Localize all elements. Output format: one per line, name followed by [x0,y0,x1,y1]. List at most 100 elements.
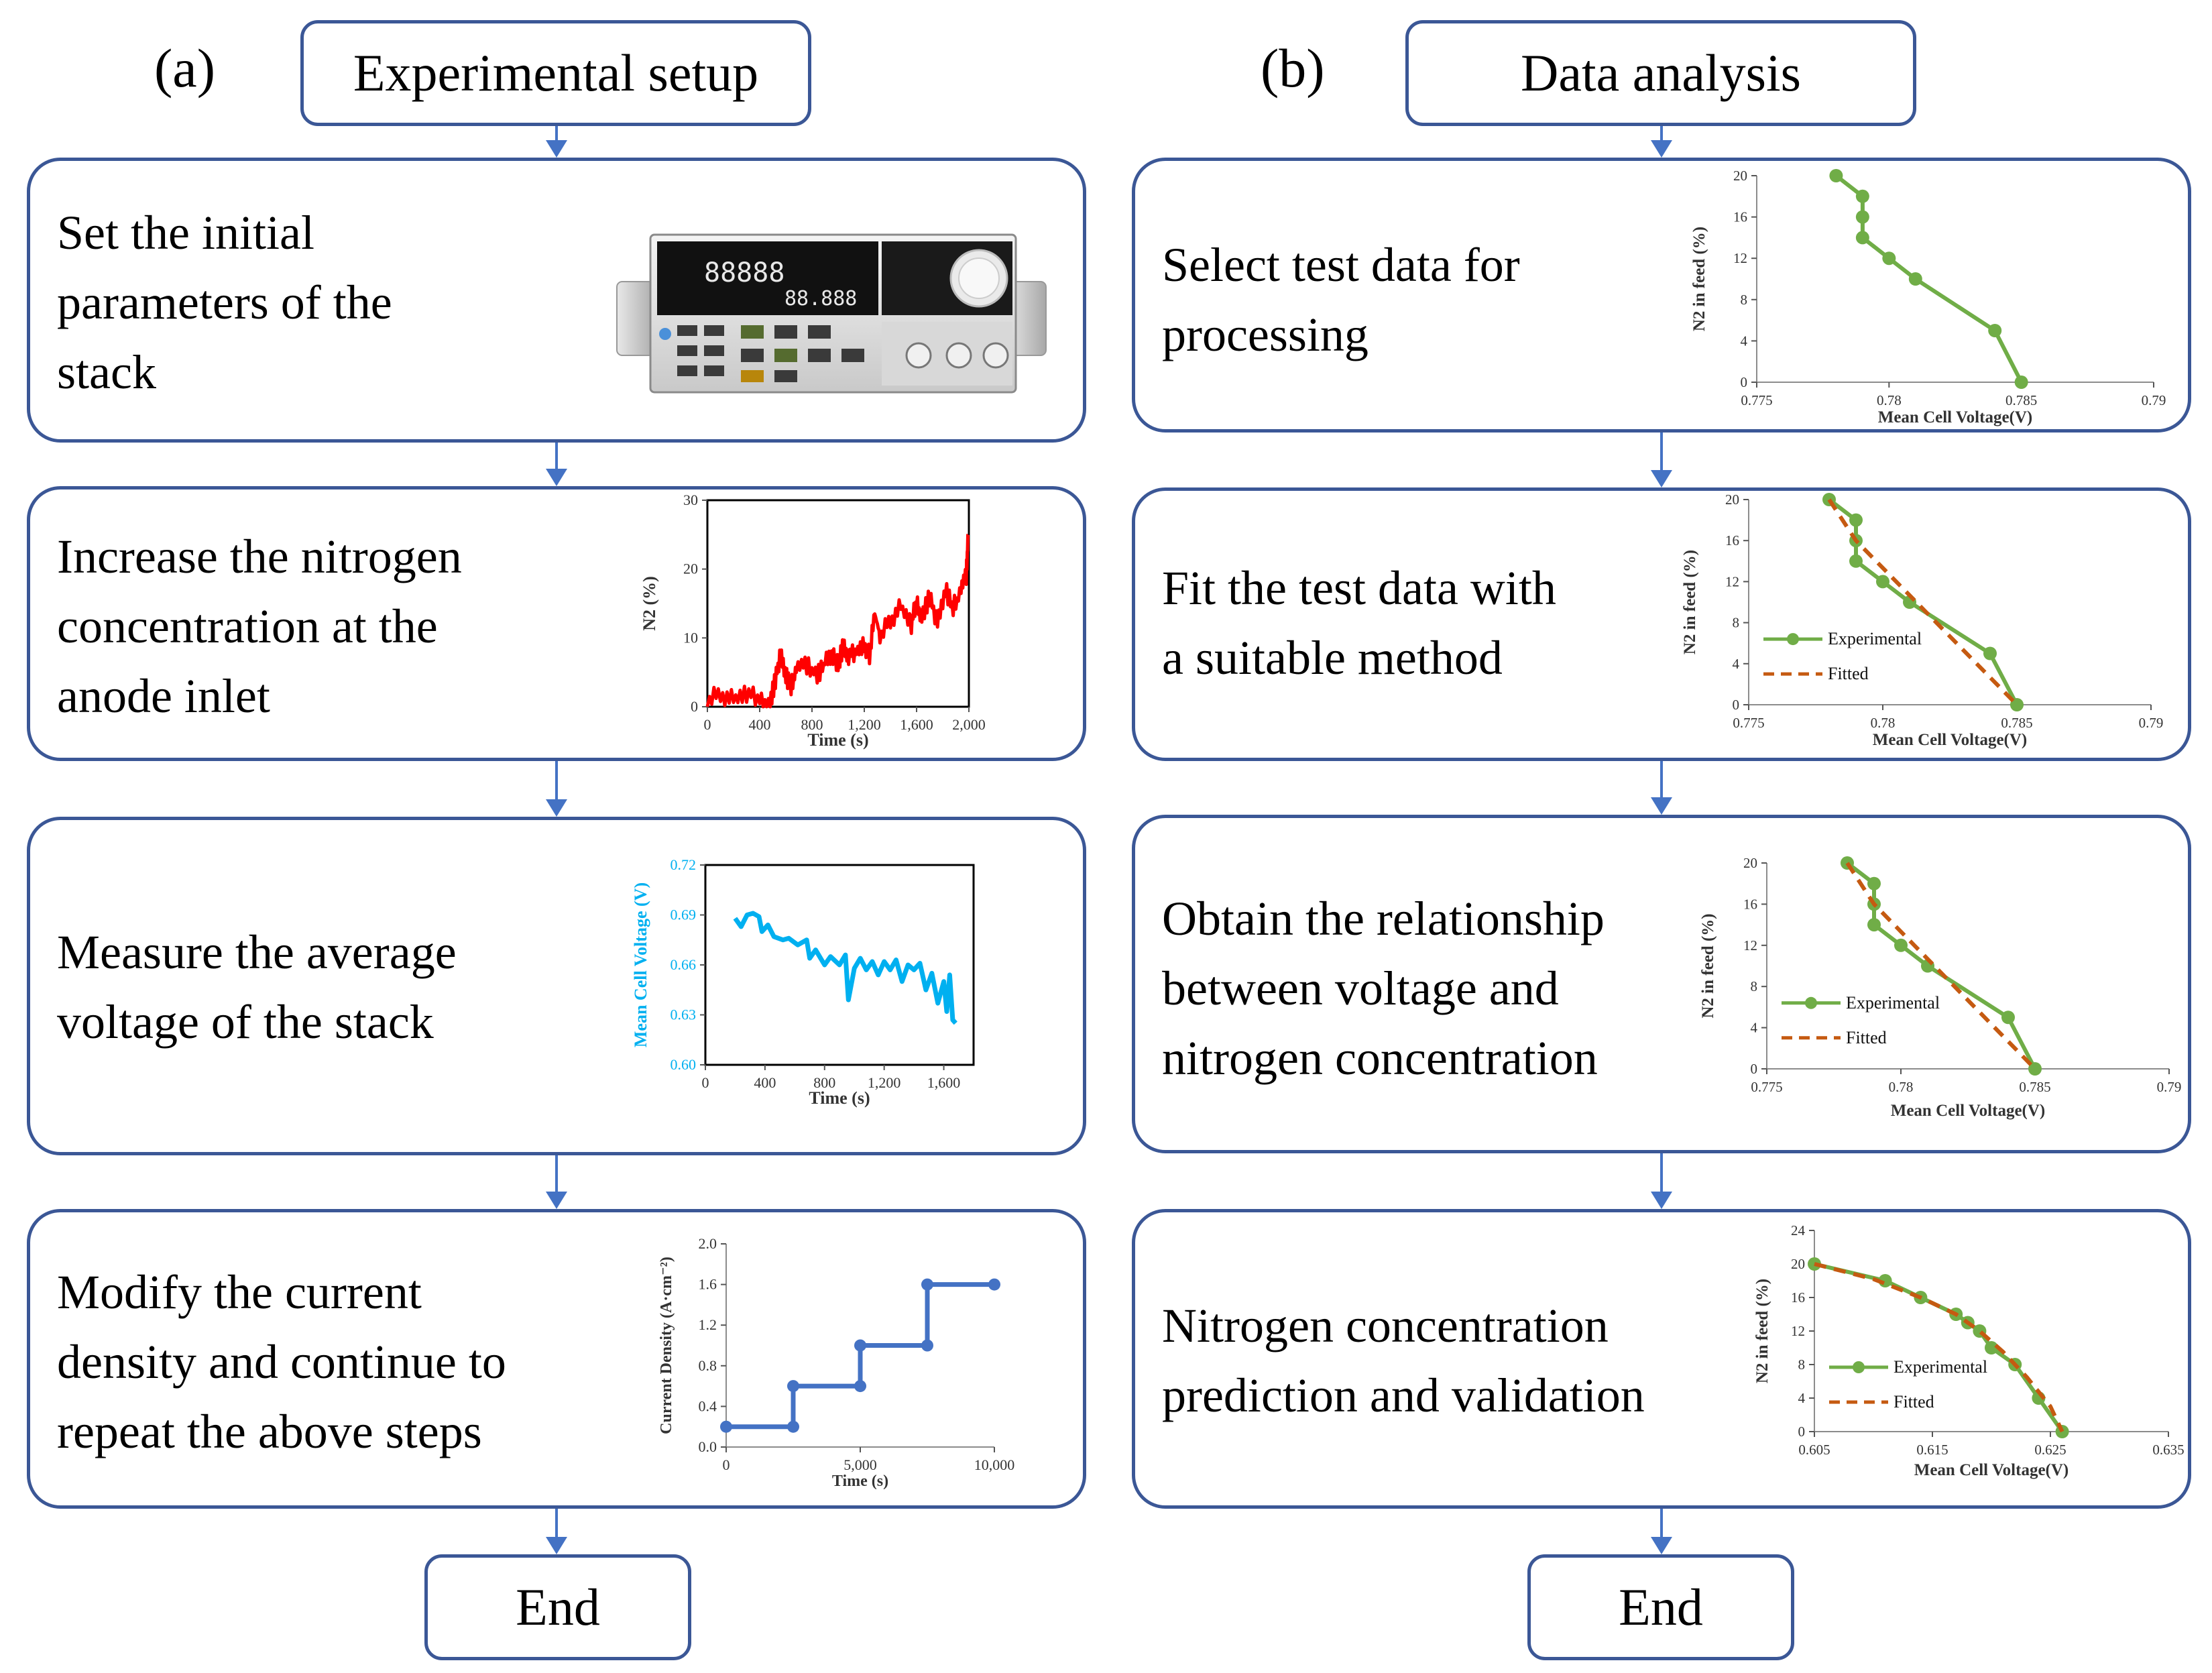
x-tick-label: 0 [704,716,711,733]
series-line [1814,1262,2064,1433]
electronic-load-device-icon: 88888 88.888 [616,233,1047,394]
x-tick-label: 0.79 [2139,715,2164,731]
data-point [921,1278,933,1291]
flow-arrow-head [546,469,567,486]
y-tick-label: 20 [1725,492,1739,508]
x-tick-label: 800 [813,1074,835,1091]
svg-text:88.888: 88.888 [784,287,857,310]
x-tick-label: 0.785 [2005,392,2037,408]
data-point [1855,189,1869,203]
step-box-a3 [27,817,1086,1155]
flow-arrows [546,126,1672,1554]
y-tick-label: 0 [1751,1061,1758,1077]
y-tick-label: 4 [1798,1390,1806,1406]
x-tick-label: 2,000 [952,716,986,733]
x-axis-label: Time (s) [809,1088,870,1108]
data-point [1985,1341,1998,1354]
series-line [1835,174,2024,384]
y-tick-label: 1.6 [699,1276,717,1293]
y-tick-label: 4 [1741,333,1748,349]
series-line [726,1282,994,1430]
x-axis-label: Mean Cell Voltage(V) [1873,731,2028,749]
y-tick-label: 12 [1791,1323,1805,1339]
data-point [1882,251,1896,266]
data-point [854,1380,866,1393]
flow-arrow-head [546,140,567,158]
data-point [2001,1011,2015,1025]
x-tick-label: 800 [801,716,823,733]
y-axis-label: Mean Cell Voltage (V) [631,882,650,1047]
data-point [787,1380,799,1393]
legend-label: Fitted [1828,664,1869,683]
flow-arrow-head [1651,1537,1672,1554]
x-tick-label: 0.775 [1741,392,1772,408]
x-tick-label: 0.775 [1733,715,1764,731]
y-tick-label: 0 [691,698,698,715]
x-axis-label: Mean Cell Voltage(V) [1891,1102,2046,1120]
flow-arrow-head [546,1192,567,1209]
y-tick-label: 0.72 [671,856,697,873]
x-tick-label: 0.785 [2001,715,2032,731]
legend-marker [1805,996,1817,1009]
y-tick-label: 20 [683,561,698,577]
y-tick-label: 16 [1743,896,1757,912]
data-point [1829,169,1843,182]
y-tick-label: 0 [1798,1424,1806,1440]
data-point [1855,210,1869,224]
x-tick-label: 0.78 [1889,1079,1914,1095]
flow-arrow-head [546,799,567,817]
x-tick-label: 0.635 [2152,1442,2184,1458]
y-tick-label: 0 [1733,697,1740,713]
step-box-b3 [1132,815,2191,1153]
series-line [1845,862,2037,1071]
y-axis-label: Current Density (A·cm⁻²) [658,1257,675,1434]
y-tick-label: 0 [1741,374,1748,390]
data-point [988,1278,1000,1291]
y-axis-label: N2 in feed (%) [1753,1279,1771,1383]
y-tick-label: 10 [683,629,698,646]
y-tick-label: 24 [1791,1222,1806,1238]
y-tick-label: 0.60 [671,1056,697,1073]
data-point [2014,376,2028,389]
x-tick-label: 0.615 [1916,1442,1948,1458]
x-tick-label: 0.785 [2019,1079,2050,1095]
y-tick-label: 12 [1733,250,1747,266]
data-point [1988,324,2002,337]
y-tick-label: 8 [1741,292,1748,308]
y-axis-label: N2 (%) [640,576,659,631]
step-box-b1 [1132,158,2191,432]
x-tick-label: 0 [702,1074,709,1091]
y-tick-label: 4 [1733,656,1740,672]
legend-label: Experimental [1846,993,1940,1013]
y-tick-label: 0.66 [671,956,697,973]
x-tick-label: 0 [723,1456,730,1473]
y-tick-label: 20 [1791,1256,1805,1272]
legend-label: Experimental [1894,1357,1987,1377]
end-box-b: End [1527,1554,1794,1660]
y-tick-label: 8 [1733,615,1740,631]
x-axis-label: Mean Cell Voltage(V) [1878,408,2033,426]
series-line [705,533,970,709]
data-point [787,1420,799,1433]
data-point [1908,272,1922,286]
svg-text:88888: 88888 [704,257,784,288]
data-point [1867,918,1881,932]
data-point [1855,231,1869,245]
data-point [1867,876,1881,890]
y-tick-label: 12 [1725,573,1739,589]
data-point [854,1339,866,1352]
y-axis-label: N2 in feed (%) [1690,227,1708,331]
flow-arrow-head [1651,797,1672,815]
legend-label: Experimental [1828,629,1922,648]
y-tick-label: 2.0 [699,1235,717,1252]
